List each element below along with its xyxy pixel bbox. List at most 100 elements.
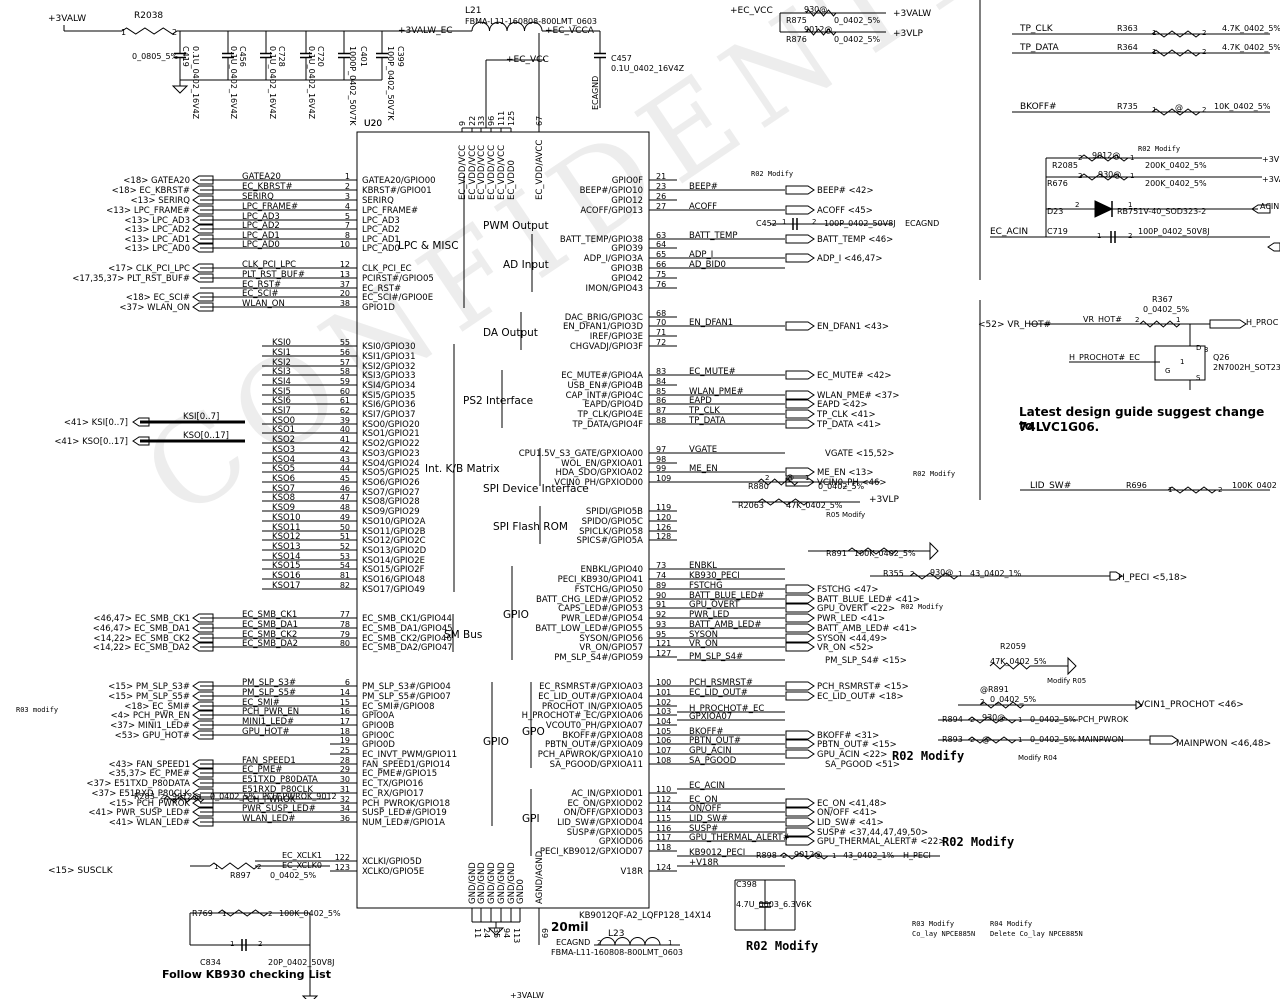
pin-name: EN_DFAN1/GPIO3D (563, 322, 643, 332)
annotation-text: 2N7002H_SOT23 (1213, 363, 1280, 372)
net-name: KSI1 (272, 348, 291, 358)
annotation-text: R02 Modify (901, 603, 943, 611)
net-name: SUSP# (689, 824, 718, 834)
net-name: PCH_PWR_EN (242, 707, 299, 717)
annotation-text: 1 (1152, 29, 1156, 37)
annotation-text: 0_0402_5% (1030, 715, 1077, 724)
pin-number: 122 (335, 853, 350, 862)
pin-name: GPIO1D (362, 303, 395, 313)
pin-name: EC_SCI#/GPIO0E (362, 293, 433, 303)
pin-name: KSI2/GPIO32 (362, 362, 415, 372)
resistor-symbol (779, 852, 829, 860)
offpage-ref: <18> EC_KBRST# (112, 186, 190, 196)
pin-number: 104 (656, 717, 671, 726)
pin-number: 117 (656, 833, 671, 842)
pin-name: GND/GND (507, 862, 517, 904)
pin-name: BKOFF#/GPXIOA08 (562, 731, 643, 741)
pin-number: 100 (656, 678, 671, 687)
annotation-text: 0_0402_5% (834, 16, 881, 25)
offpage-ref: <46,47> EC_SMB_DA1 (93, 624, 190, 634)
offpage-connector (192, 778, 214, 788)
annotation-text: 1 (1152, 48, 1156, 56)
offpage-ref: <15> PCH_PWROK (109, 799, 191, 809)
annotation-text: H_PROCHOT#_EC (1069, 353, 1140, 362)
pin-number: 121 (656, 639, 671, 648)
annotation-text: H_PECI (903, 851, 931, 860)
annotation-text: 2 (1128, 232, 1132, 240)
offpage-connector (785, 603, 815, 613)
pin-number: 37 (340, 280, 350, 289)
offpage-connector (192, 701, 214, 711)
annotation-text: 0.1U_0402_16V4Z (191, 46, 200, 120)
inductor-symbol (599, 937, 661, 946)
offpage-connector (785, 633, 815, 643)
annotation-text: 1 (1130, 154, 1134, 162)
annotation-text: +3VLP (893, 29, 923, 39)
annotation-text: +3VALW (48, 14, 86, 24)
offpage-connector (785, 234, 815, 244)
pin-name: KSO16/GPIO48 (362, 575, 425, 585)
pin-name: ACOFF/GPIO13 (580, 206, 643, 216)
net-name: GPXIOA07 (689, 712, 732, 722)
pin-number: 87 (656, 406, 666, 415)
net-name: KSI3 (272, 367, 291, 377)
annotation-text: Co_lay NPCE885N (912, 930, 975, 938)
annotation-text: H_PECI <5,18> (1118, 573, 1187, 583)
net-name: SERIRQ (242, 192, 274, 202)
resistor-symbol (121, 27, 178, 35)
annotation-text: ECAGND (905, 219, 939, 228)
net-name: BATT_TEMP (689, 231, 738, 241)
follow-checklist-note: Follow KB930 checking List (162, 968, 331, 981)
offpage-connector (192, 768, 214, 778)
pin-number: 118 (656, 843, 671, 852)
pin-number: 9 (458, 121, 467, 126)
pin-number: 124 (656, 863, 671, 872)
pin-number: 3 (345, 192, 350, 201)
annotation-text: 1 (668, 939, 672, 947)
section-label-ps2: PS2 Interface (463, 395, 533, 407)
annotation-text: 4.7K_0402_5% (1222, 43, 1280, 52)
pin-number: 126 (656, 523, 671, 532)
annotation-text: L21 (465, 6, 481, 16)
pin-name: KSO9/GPIO29 (362, 507, 420, 517)
net-name: EC_KBRST# (242, 182, 293, 192)
net-name: PLT_RST_BUF# (242, 270, 305, 280)
annotation-text: 0.1U_0402_16V4Z (268, 46, 277, 120)
annotation-text: 1 (782, 218, 786, 226)
pin-number: 107 (656, 746, 671, 755)
pin-number: 17 (340, 717, 350, 726)
offpage-ref: ME_EN <13> (817, 468, 873, 478)
annotation-text: R880 (748, 482, 769, 491)
annotation-text: TP_CLK (1019, 24, 1054, 34)
pin-number: 52 (340, 542, 350, 551)
offpage-ref: TP_DATA <41> (816, 420, 881, 430)
net-name: PM_SLP_S4# (689, 652, 743, 662)
offpage-connector (785, 409, 815, 419)
offpage-ref: <14,22> EC_SMB_CK2 (93, 634, 190, 644)
pin-name: KSI0/GPIO30 (362, 342, 415, 352)
pin-name: LPC_AD2 (362, 225, 400, 235)
pin-number: 68 (656, 309, 666, 318)
resistor-symbol (209, 862, 259, 870)
annotation-text: U20 (364, 119, 382, 129)
pin-name: BATT_TEMP/GPIO38 (560, 235, 643, 245)
annotation-text: L23 (608, 929, 624, 939)
annotation-text: R02 Modify (751, 170, 793, 178)
annotation-text: 0_0402_5% (990, 695, 1037, 704)
pin-number: 33 (477, 116, 486, 126)
annotation-text: 2 (1218, 486, 1222, 494)
annotation-text: 1 (121, 28, 126, 37)
pin-number: 101 (656, 688, 671, 697)
net-name: PCH_PWROK (242, 795, 296, 805)
annotation-text: R2059 (1000, 642, 1026, 651)
pin-number: 75 (656, 270, 666, 279)
annotation-text: 100K_0402_5% (279, 909, 341, 918)
net-name: BKOFF# (689, 727, 724, 737)
offpage-connector (785, 730, 815, 740)
pin-number: 21 (656, 172, 666, 181)
annotation-text: PCH_PWROK_9012 (262, 792, 337, 801)
annotation-text: 1 (805, 474, 809, 482)
resistor-symbol (1167, 486, 1217, 494)
pin-name: CAP_INT#/GPIO4C (566, 391, 643, 401)
pin-number: 15 (340, 698, 350, 707)
